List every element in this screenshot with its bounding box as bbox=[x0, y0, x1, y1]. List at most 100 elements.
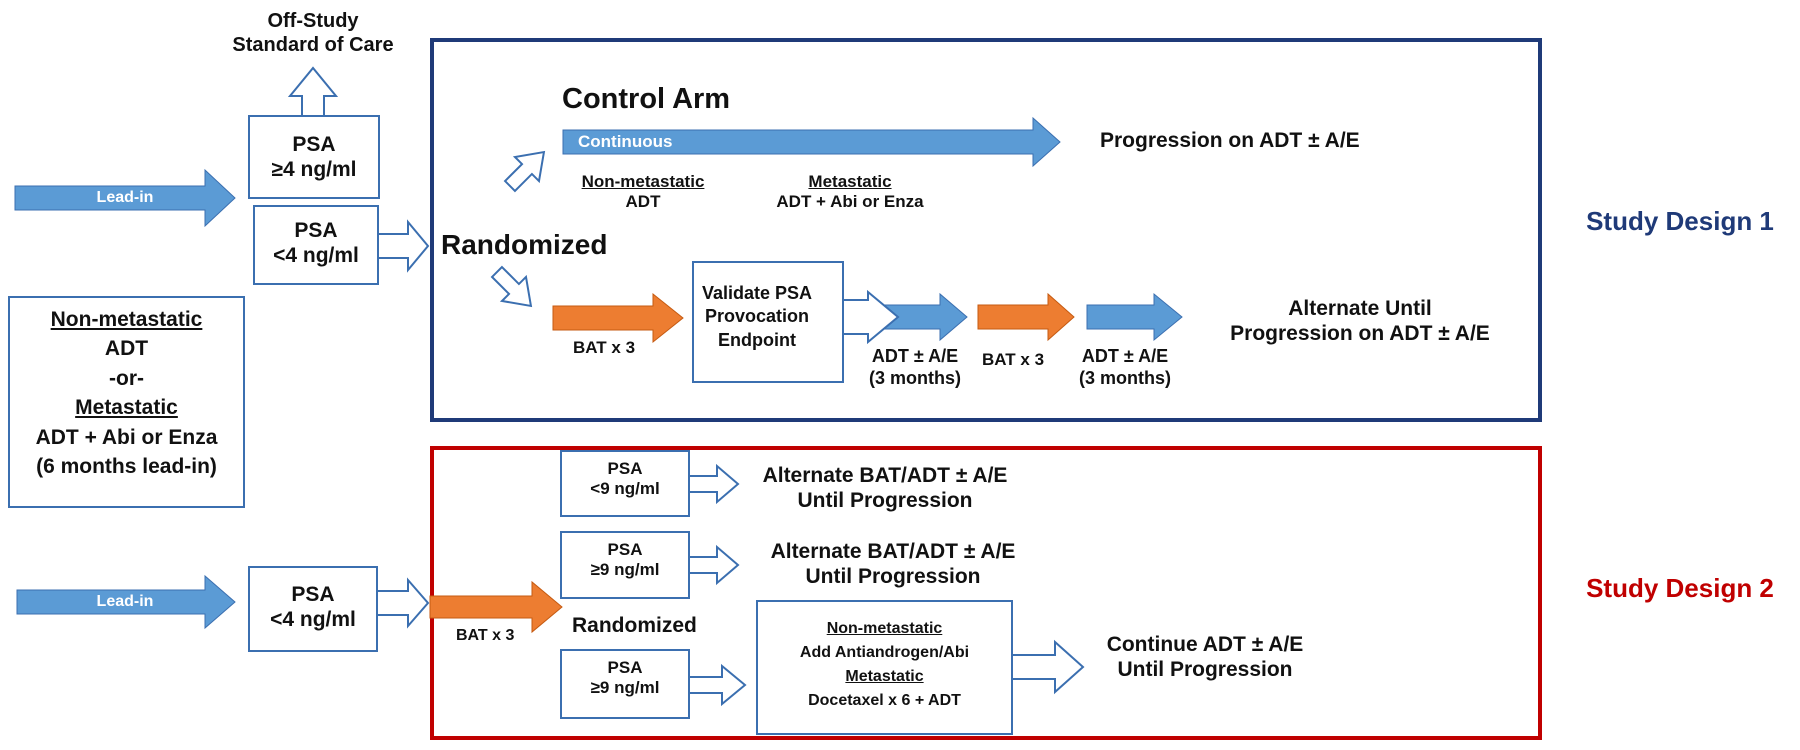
left-criteria-line2: ADT bbox=[104, 337, 149, 361]
progression-label: Progression on ADT ± A/E bbox=[1100, 129, 1360, 152]
bat-arrow-1 bbox=[552, 292, 684, 344]
left-criteria-box bbox=[8, 296, 245, 508]
design1-label: Study Design 1 bbox=[1586, 206, 1774, 236]
validate-line3: Endpoint bbox=[718, 329, 796, 350]
psa-b-line1: PSA bbox=[607, 540, 643, 559]
continuous-arrow bbox=[562, 116, 1061, 168]
off-study-line1: Off-Study bbox=[267, 10, 359, 32]
psa-c-line1: PSA bbox=[607, 658, 643, 677]
alt-a-text: Alternate BAT/ADT ± A/E Until Progressio… bbox=[740, 463, 1030, 513]
validate-line2: Provocation bbox=[704, 306, 810, 327]
alt-a-line2: Until Progression bbox=[797, 489, 973, 513]
psa-b-box bbox=[560, 531, 690, 599]
left-criteria-line5: ADT + Abi or Enza bbox=[35, 425, 218, 449]
left-criteria-line1: Non-metastatic bbox=[50, 308, 203, 331]
design2-psa-line2: <4 ng/ml bbox=[270, 608, 356, 632]
validate-text: Validate PSA Provocation Endpoint bbox=[693, 282, 821, 352]
leadin-arrow-2 bbox=[16, 574, 236, 630]
left-criteria-line6: (6 months lead-in) bbox=[36, 454, 217, 478]
alternate-text: Alternate Until Progression on ADT ± A/E bbox=[1220, 296, 1500, 346]
leadin-label-2: Lead-in bbox=[96, 593, 154, 610]
alt-b-line2: Until Progression bbox=[805, 565, 981, 589]
psa-a-line2: <9 ng/ml bbox=[590, 479, 660, 499]
bat2-label: BAT x 3 bbox=[982, 350, 1045, 369]
adt1-text: ADT ± A/E (3 months) bbox=[855, 346, 975, 389]
psa-a-line1: PSA bbox=[607, 459, 643, 478]
nonmet-block: Non-metastatic ADT bbox=[563, 172, 723, 213]
psa-a-box bbox=[560, 450, 690, 517]
met-heading: Metastatic bbox=[808, 172, 892, 191]
adt2-text: ADT ± A/E (3 months) bbox=[1065, 346, 1185, 389]
adt-arrow-1 bbox=[877, 292, 968, 342]
nonmet-heading: Non-metastatic bbox=[581, 172, 705, 191]
alt-b-text: Alternate BAT/ADT ± A/E Until Progressio… bbox=[748, 539, 1038, 589]
met-block: Metastatic ADT + Abi or Enza bbox=[755, 172, 945, 213]
design2-psa-text: PSA <4 ng/ml bbox=[249, 582, 377, 632]
continuous-label: Continuous bbox=[578, 132, 673, 151]
randomized-down-arrow bbox=[490, 265, 533, 308]
left-criteria-line3: -or- bbox=[109, 366, 144, 390]
validate-line1: Validate PSA bbox=[701, 283, 813, 303]
psa-low-text: PSA <4 ng/ml bbox=[254, 218, 378, 268]
alt-a-line1: Alternate BAT/ADT ± A/E bbox=[762, 464, 1008, 487]
design2-nonmet-text: Add Antiandrogen/Abi bbox=[799, 644, 970, 661]
alternate-line1: Alternate Until bbox=[1288, 297, 1432, 320]
design1-frame bbox=[430, 38, 1542, 422]
design2-psa-right-arrow bbox=[376, 577, 430, 629]
psa-c-right-arrow bbox=[688, 663, 747, 707]
design2-randomized: Randomized bbox=[572, 614, 697, 637]
continue-line2: Until Progression bbox=[1117, 658, 1293, 682]
treatment-text: Non-metastatic Add Antiandrogen/Abi Meta… bbox=[757, 617, 1012, 713]
psa-low-box bbox=[253, 205, 379, 285]
leadin-label-1: Lead-in bbox=[96, 189, 154, 206]
design2-bat-label: BAT x 3 bbox=[456, 627, 515, 644]
nonmet-text: ADT bbox=[625, 192, 661, 212]
off-study-label: Off-Study Standard of Care bbox=[198, 9, 428, 57]
validate-psa-box bbox=[692, 261, 844, 383]
psa-b-right-arrow bbox=[688, 544, 740, 586]
left-criteria-text: Non-metastatic ADT -or- Metastatic ADT +… bbox=[9, 305, 244, 481]
psa-high-box bbox=[248, 115, 380, 199]
design2-met-text: Docetaxel x 6 + ADT bbox=[808, 692, 961, 709]
design2-met-heading: Metastatic bbox=[845, 668, 924, 685]
adt1-line2: (3 months) bbox=[869, 367, 961, 388]
psa-high-line1: PSA bbox=[292, 133, 336, 156]
alt-b-line1: Alternate BAT/ADT ± A/E bbox=[770, 540, 1016, 563]
psa-low-right-arrow bbox=[377, 219, 430, 273]
met-text: ADT + Abi or Enza bbox=[776, 192, 924, 212]
psa-a-right-arrow bbox=[688, 463, 740, 505]
control-arm-title: Control Arm bbox=[562, 83, 731, 115]
design2-nonmet-heading: Non-metastatic bbox=[826, 620, 943, 637]
psa-low-line2: <4 ng/ml bbox=[273, 244, 359, 268]
bat-arrow-design2 bbox=[429, 580, 563, 634]
psa-a-text: PSA <9 ng/ml bbox=[561, 459, 689, 500]
randomized-up-arrow bbox=[503, 150, 546, 193]
design2-psa-box bbox=[248, 566, 378, 652]
alternate-line2: Progression on ADT ± A/E bbox=[1230, 322, 1490, 346]
design1-randomized: Randomized bbox=[441, 229, 608, 260]
adt-arrow-2 bbox=[1086, 292, 1183, 342]
treatment-right-arrow bbox=[1011, 639, 1085, 695]
adt2-line1: ADT ± A/E bbox=[1081, 346, 1169, 366]
adt1-line1: ADT ± A/E bbox=[871, 346, 959, 366]
continue-text: Continue ADT ± A/E Until Progression bbox=[1080, 632, 1330, 682]
psa-low-line1: PSA bbox=[294, 219, 338, 242]
psa-b-line2: ≥9 ng/ml bbox=[590, 560, 660, 580]
leadin-arrow-1 bbox=[14, 168, 236, 228]
continue-line1: Continue ADT ± A/E bbox=[1106, 633, 1304, 656]
psa-b-text: PSA ≥9 ng/ml bbox=[561, 540, 689, 581]
psa-high-text: PSA ≥4 ng/ml bbox=[249, 132, 379, 182]
left-criteria-line4: Metastatic bbox=[75, 396, 178, 420]
design2-psa-line1: PSA bbox=[291, 583, 335, 606]
validate-right-arrow bbox=[842, 289, 900, 345]
psa-c-line2: ≥9 ng/ml bbox=[590, 678, 660, 698]
bat-arrow-2 bbox=[977, 292, 1075, 342]
off-study-up-arrow bbox=[287, 66, 339, 117]
psa-high-line2: ≥4 ng/ml bbox=[271, 158, 357, 182]
psa-c-text: PSA ≥9 ng/ml bbox=[561, 658, 689, 699]
off-study-line2: Standard of Care bbox=[232, 34, 394, 56]
design2-frame bbox=[430, 446, 1542, 740]
bat1-label: BAT x 3 bbox=[573, 338, 636, 357]
design2-label: Study Design 2 bbox=[1586, 573, 1774, 603]
